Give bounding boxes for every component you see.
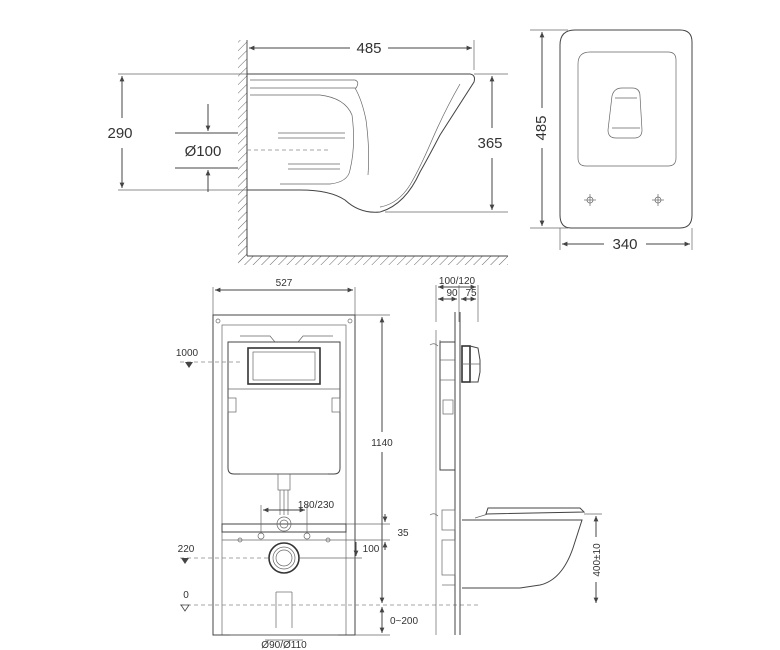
fixing-hole-right	[652, 194, 664, 206]
side-width-label: 485	[356, 40, 381, 57]
toilet-side-profile	[247, 73, 475, 213]
fixing-hole-left	[584, 194, 596, 206]
floor-adjust-label: 0~200	[390, 616, 419, 627]
dim-90-label: 90	[446, 288, 458, 299]
level-1000-label: 1000	[176, 348, 199, 359]
dim-width-485: 485	[246, 40, 475, 70]
top-length-label: 485	[533, 115, 550, 140]
dim-height-290: 290	[107, 73, 247, 191]
seat-height-label: 400±10	[592, 543, 603, 577]
top-view: 485 340	[530, 29, 693, 253]
level-220-label: 220	[178, 544, 195, 555]
bolt-spacing-label: 180/230	[298, 500, 335, 511]
frame-width-label: 527	[276, 278, 293, 289]
frame-side-view: 100/120 90 75 400±10	[429, 276, 603, 635]
wall-hatching	[238, 40, 508, 265]
dim-35-label: 35	[397, 528, 409, 539]
dim-100-label: 100	[363, 544, 380, 555]
side-depth-range-label: 100/120	[439, 276, 476, 287]
dim-depth-365: 365	[385, 73, 508, 213]
pipe-diameter-label: Ø100	[185, 143, 222, 160]
side-height-label: 290	[107, 125, 132, 142]
outlet-diameter-label: Ø90/Ø110	[261, 640, 307, 650]
top-width-label: 340	[612, 236, 637, 253]
level-0-label: 0	[183, 590, 189, 601]
dim-75-label: 75	[465, 288, 477, 299]
frame-front-view: 527 1000 1140	[176, 278, 480, 650]
side-view: 485 290 Ø100 365	[107, 40, 508, 265]
frame-height-label: 1140	[371, 438, 393, 449]
side-depth-label: 365	[477, 135, 502, 152]
pipe-diameter-dim: Ø100	[175, 104, 238, 192]
